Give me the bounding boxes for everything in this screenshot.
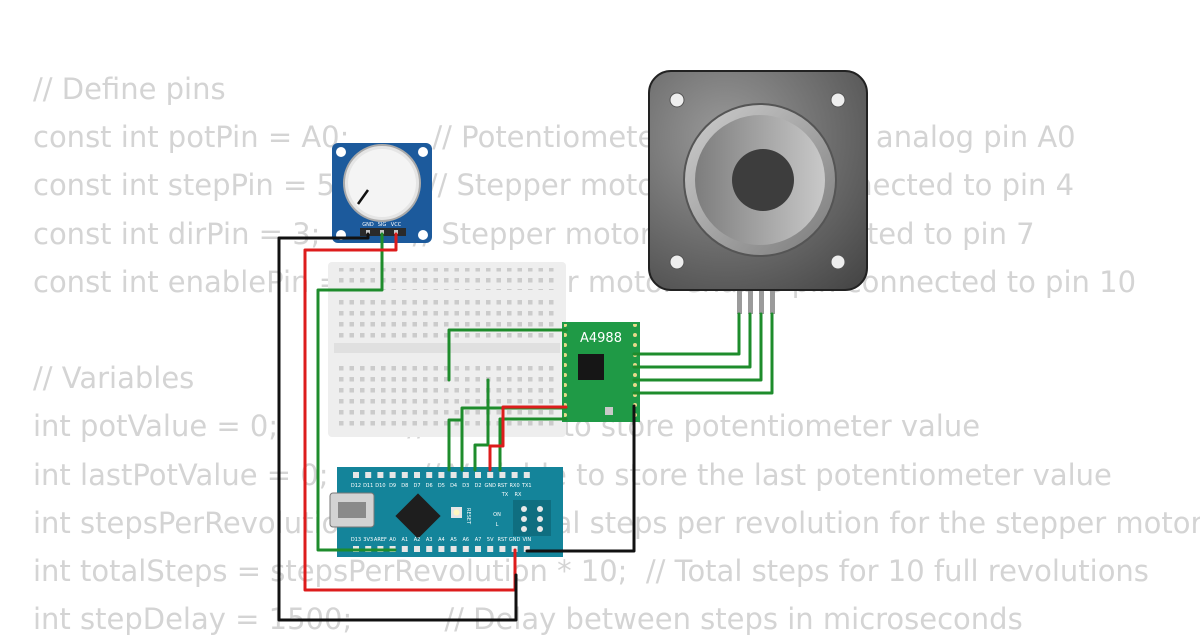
nano-pin: [438, 546, 445, 552]
pot-pin-label: SIG: [378, 222, 387, 228]
nano-pin-label: D11: [363, 483, 373, 489]
nano-pin: [426, 546, 433, 552]
driver-label: A4988: [580, 331, 622, 346]
nano-pin: [353, 472, 359, 478]
nano-side-label: ON: [493, 512, 501, 518]
nano-pin-label: A2: [414, 537, 421, 543]
nano-pin: [414, 546, 420, 552]
nano-pin-label: D9: [389, 483, 396, 489]
nano-pin: [450, 546, 457, 552]
nano-pin: [475, 472, 481, 478]
reset-label: RESET: [465, 508, 471, 525]
nano-pin-label: RX0: [510, 483, 520, 489]
code-line: int lastPotValue = 0; // Variable to sto…: [33, 457, 1112, 492]
nano-pin-label: D10: [375, 483, 385, 489]
wire-green-motor-1: [632, 312, 741, 356]
breadboard: [328, 262, 566, 437]
nano-pin: [499, 472, 506, 478]
nano-pin-label: A3: [426, 537, 433, 543]
nano-pin: [523, 546, 530, 552]
nano-pin-label: A7: [475, 537, 482, 543]
code-line: // Define pins: [33, 72, 226, 106]
nano-pin-label: D4: [450, 483, 457, 489]
nano-pin-label: D6: [426, 483, 433, 489]
wires: [277, 232, 774, 622]
pot-pin-label: GND: [362, 222, 374, 228]
nano-pin: [365, 472, 372, 478]
nano-pin-label: RST: [498, 537, 509, 543]
nano-pin: [475, 546, 481, 552]
nano-pin-label: A4: [438, 537, 445, 543]
nano-pin: [462, 546, 469, 552]
nano-pin-label: GND: [484, 483, 496, 489]
nano-pin-label: D8: [401, 483, 408, 489]
wire-green-driver-3: [473, 378, 490, 472]
nano-side-label: TX: [501, 492, 509, 498]
wire-green-motor-4: [632, 312, 774, 395]
nano-pin-label: VIN: [522, 537, 531, 543]
nano-pin-label: 5V: [487, 537, 494, 543]
nano-pin: [487, 546, 494, 552]
stepper-motor: [648, 70, 868, 314]
nano-pin: [487, 472, 494, 478]
nano-pin-label: D12: [351, 483, 361, 489]
nano-pin-label: 3V3: [363, 537, 373, 543]
code-line: // Variables: [33, 361, 195, 396]
nano-pin: [450, 472, 457, 478]
nano-pin: [426, 472, 433, 478]
potentiometer-indicator: [356, 189, 370, 205]
nano-pin-label: TX1: [521, 483, 532, 489]
nano-pin: [377, 472, 384, 478]
wire-black-driver-gnd: [525, 404, 636, 553]
nano-pin: [401, 546, 408, 552]
nano-pin-label: A0: [389, 537, 396, 543]
nano-pin: [401, 472, 408, 478]
nano-pin: [414, 472, 420, 478]
nano-pin-label: RST: [498, 483, 509, 489]
nano-pin-label: D13: [351, 537, 361, 543]
nano-pin: [499, 546, 506, 552]
wire-green-driver-4: [498, 417, 568, 472]
nano-pin-label: A5: [450, 537, 457, 543]
potentiometer: GND SIG VCC: [332, 143, 432, 243]
wire-green-driver-1: [447, 328, 568, 382]
wire-black-gnd: [277, 232, 518, 622]
code-line: int totalSteps = stepsPerRevolution * 10…: [33, 553, 1149, 588]
wire-green-driver-5: [447, 418, 464, 472]
nano-pin-label: D7: [413, 483, 420, 489]
nano-pin: [389, 472, 396, 478]
nano-pin-label: D2: [474, 483, 481, 489]
nano-pin-label: A6: [462, 537, 469, 543]
a4988-driver: A4988: [562, 322, 640, 422]
nano-pin: [511, 472, 518, 478]
nano-pin: [523, 472, 530, 478]
nano-pin: [438, 472, 445, 478]
nano-pin-label: GND: [509, 537, 521, 543]
nano-pin-label: D5: [438, 483, 445, 489]
nano-pin: [462, 472, 469, 478]
wire-red-driver-vdd: [488, 405, 568, 472]
nano-pin-label: AREF: [374, 537, 387, 543]
nano-pin-label: A1: [401, 537, 408, 543]
pot-pin-label: VCC: [391, 222, 402, 228]
nano-side-label: RX: [515, 492, 522, 498]
nano-side-label: L: [496, 522, 499, 528]
nano-pin-label: D3: [462, 483, 469, 489]
wire-green-motor-2: [632, 312, 752, 369]
wire-green-pot-signal: [316, 232, 397, 552]
wire-green-motor-3: [632, 312, 763, 382]
